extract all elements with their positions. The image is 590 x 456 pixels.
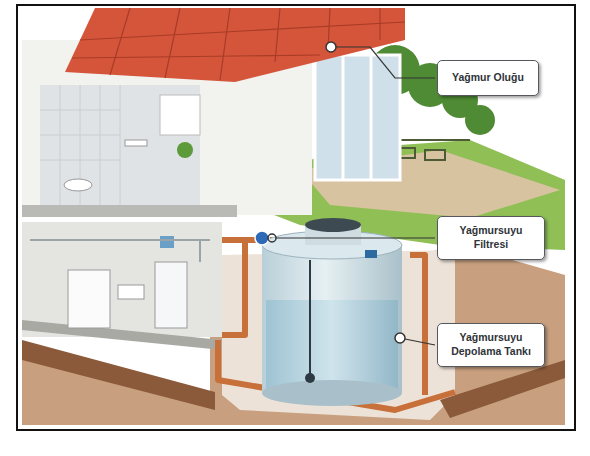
callout-box: Yağmursuyu Depolama Tankı — [437, 323, 545, 367]
callout-label: Yağmur Oluğu — [446, 71, 530, 85]
callout-box: Yağmur Oluğu — [437, 60, 539, 96]
callout-box: Yağmursuyu Filtresi — [437, 216, 545, 260]
callout-label: Yağmursuyu Depolama Tankı — [438, 331, 544, 358]
callout-label: Yağmursuyu Filtresi — [438, 224, 544, 251]
